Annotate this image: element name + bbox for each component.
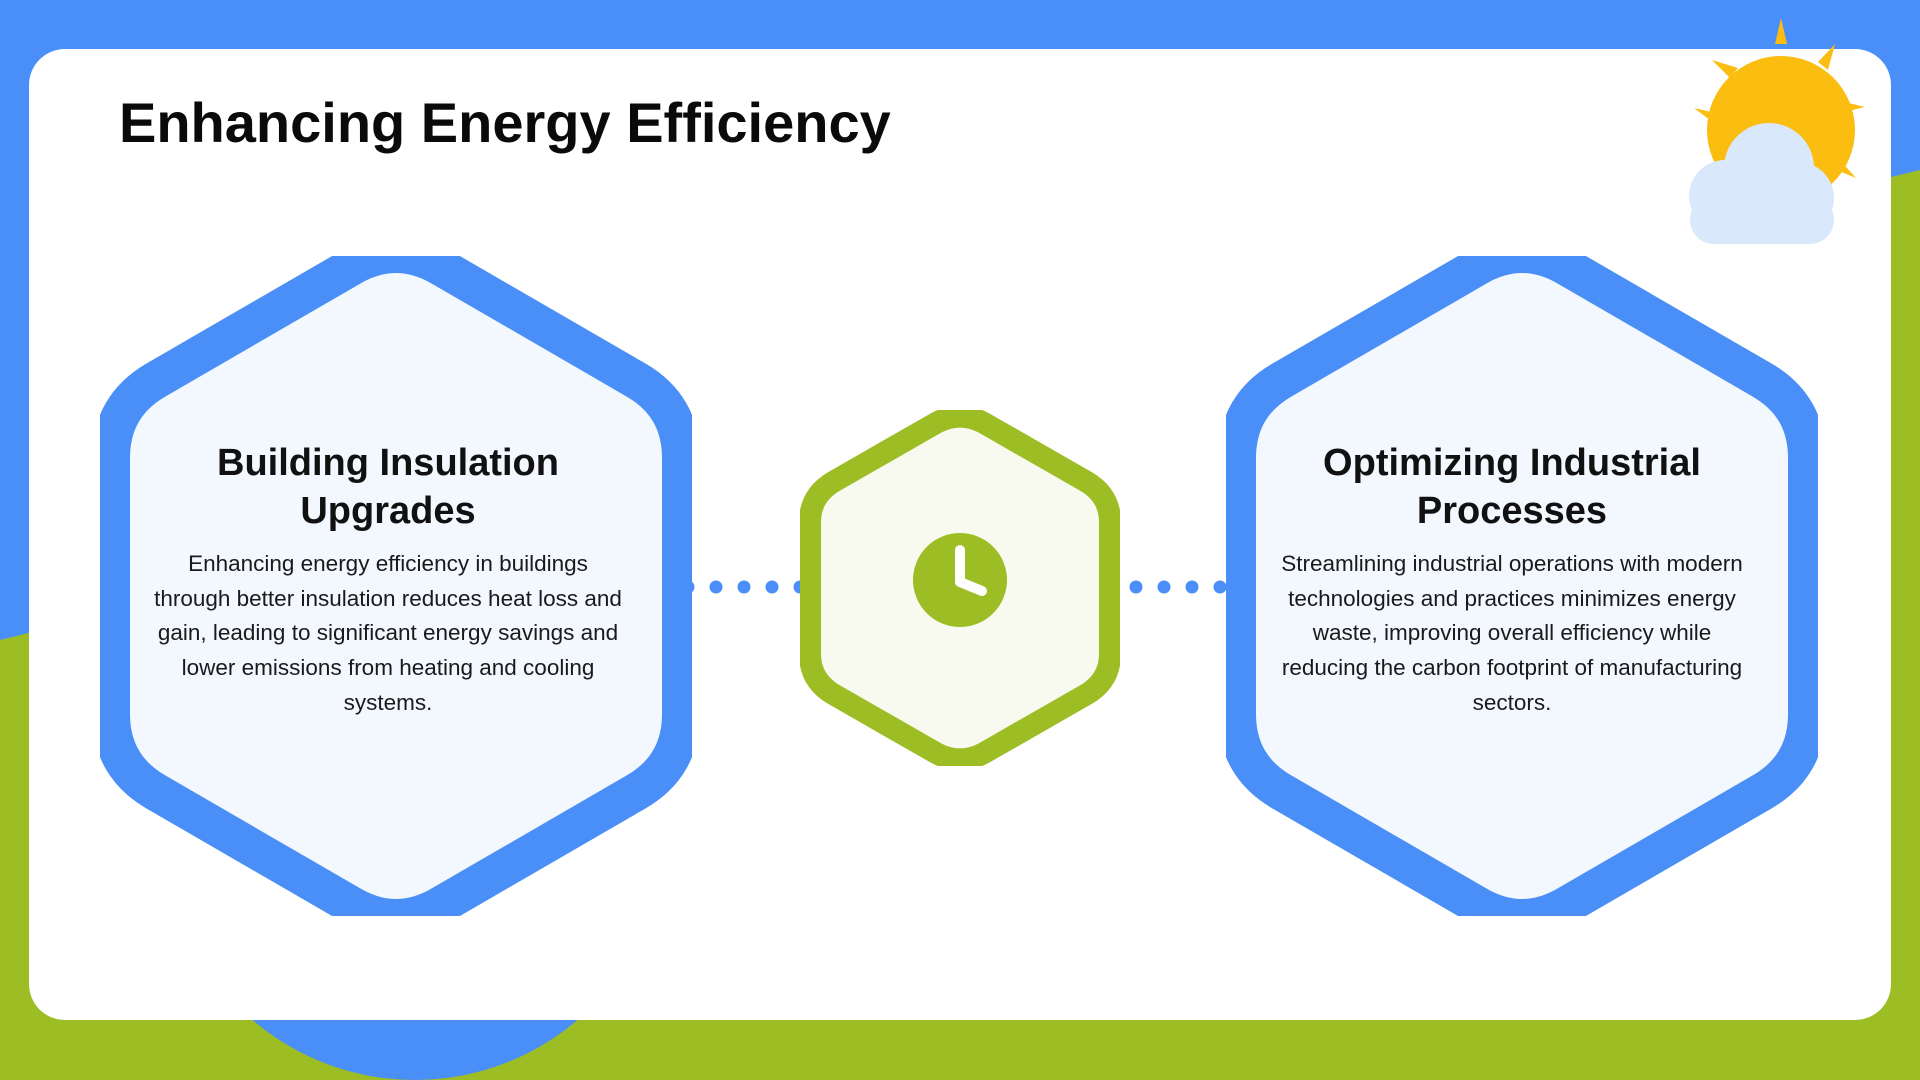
left-hexagon-frame [100, 256, 692, 916]
center-hexagon-frame [800, 410, 1120, 766]
right-panel: Optimizing Industrial Processes Streamli… [1270, 439, 1754, 721]
left-panel-body: Enhancing energy efficiency in buildings… [154, 551, 622, 715]
clock-icon [913, 533, 1007, 627]
right-hexagon-frame [1226, 256, 1818, 916]
left-panel-heading: Building Insulation Upgrades [217, 442, 559, 532]
cloud-icon [1689, 123, 1834, 244]
right-panel-body: Streamlining industrial operations with … [1281, 551, 1743, 715]
page-title: Enhancing Energy Efficiency [119, 91, 891, 154]
right-panel-heading: Optimizing Industrial Processes [1323, 442, 1701, 532]
left-panel: Building Insulation Upgrades Enhancing e… [150, 439, 626, 721]
left-hexagon-shape [100, 256, 692, 916]
right-hexagon-shape [1226, 256, 1818, 916]
sun-cloud-icon [1689, 18, 1865, 244]
